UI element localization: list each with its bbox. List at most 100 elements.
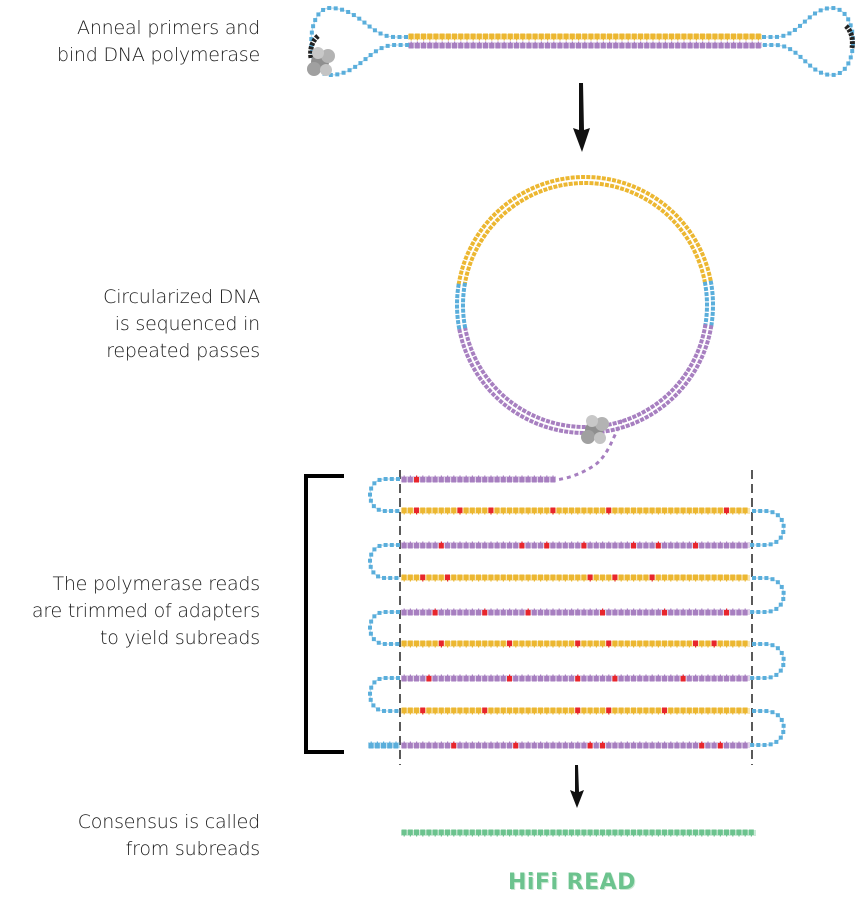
adapter-base [762, 743, 767, 747]
label-line: are trimmed of adapters [31, 600, 260, 622]
base-stem [664, 41, 666, 44]
base-stem [491, 38, 493, 41]
base-stem [651, 579, 653, 582]
base-stem [521, 541, 523, 544]
base [488, 477, 494, 483]
base [606, 543, 612, 549]
base-stem [540, 475, 542, 478]
base [649, 403, 656, 410]
base-stem [416, 712, 418, 715]
base [679, 384, 686, 391]
base-stem [478, 834, 480, 837]
base [618, 507, 624, 513]
base-stem [621, 41, 623, 44]
base-stem [403, 475, 405, 478]
base [637, 829, 643, 835]
base [463, 743, 469, 749]
base [494, 676, 500, 682]
base-stem [670, 712, 672, 715]
base [500, 392, 507, 399]
base [473, 246, 480, 253]
base-stem [688, 579, 690, 582]
base [407, 543, 413, 549]
error-base [519, 543, 525, 549]
base-stem [403, 512, 405, 515]
base [730, 676, 736, 682]
adapter-base [395, 509, 400, 513]
base-stem [609, 38, 611, 41]
base-stem [403, 741, 405, 744]
base [631, 829, 636, 835]
base [686, 743, 692, 749]
base [655, 829, 661, 835]
base [426, 507, 432, 513]
adapter-base [774, 34, 779, 39]
adapter-base [369, 486, 374, 491]
base [519, 610, 525, 616]
base-stem [466, 38, 468, 41]
base-stem [583, 741, 585, 744]
base [712, 33, 718, 39]
adapter-base [837, 7, 842, 12]
base [445, 743, 450, 749]
base [407, 743, 413, 749]
adapter-base [850, 42, 855, 47]
base [624, 640, 630, 646]
base-stem [620, 834, 622, 837]
base-stem [726, 541, 728, 544]
base-stem [583, 834, 585, 837]
base [635, 186, 642, 192]
base [550, 477, 556, 483]
base [471, 366, 478, 373]
base [494, 829, 500, 835]
base [668, 707, 674, 713]
base [581, 640, 587, 646]
base [668, 543, 674, 549]
base-stem [571, 512, 573, 515]
base [414, 640, 419, 646]
base [562, 610, 568, 616]
base-stem [645, 645, 647, 648]
base [686, 543, 692, 549]
base [707, 329, 713, 335]
base-stem [409, 475, 411, 478]
base [407, 707, 413, 713]
adapter-base [383, 543, 388, 547]
base [420, 543, 426, 549]
base [528, 418, 535, 424]
base [547, 185, 553, 191]
base [710, 306, 716, 311]
base [557, 43, 563, 49]
base-stem [714, 41, 716, 44]
base [717, 543, 723, 549]
adapter-base [774, 606, 779, 611]
base [432, 707, 438, 713]
base [718, 43, 724, 49]
base [704, 339, 710, 345]
adapter-base [358, 61, 363, 66]
adapter-base [373, 49, 378, 54]
base-stem [434, 834, 436, 837]
base [663, 211, 670, 218]
base [569, 743, 574, 749]
base [661, 402, 667, 409]
base-stem [738, 512, 740, 515]
base-stem [676, 834, 678, 837]
base-stem [688, 512, 690, 515]
adapter-base [391, 34, 396, 39]
base [683, 380, 689, 387]
base [631, 610, 636, 616]
base-stem [670, 741, 672, 744]
base-stem [577, 834, 579, 837]
base [501, 33, 507, 39]
base-stem [540, 712, 542, 715]
base [600, 543, 605, 549]
adapter-base [779, 584, 784, 589]
base [706, 334, 712, 340]
base-stem [496, 645, 498, 648]
base [662, 394, 668, 400]
error-base [717, 743, 723, 749]
base [708, 280, 714, 286]
base-stem [719, 741, 721, 744]
adapter-base [762, 43, 767, 47]
